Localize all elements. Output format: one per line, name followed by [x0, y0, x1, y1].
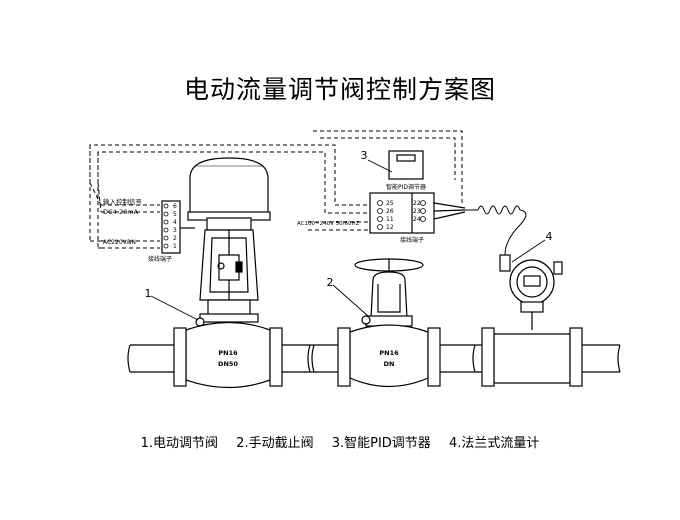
pid-terminal-num: 25 — [386, 200, 394, 207]
callout-leaders — [150, 159, 546, 321]
callout-1: 1 — [145, 287, 152, 300]
dc-signal-label: DC4-20mA — [103, 208, 139, 216]
electric-control-valve — [127, 157, 310, 389]
pid-terminal-num: 12 — [386, 224, 394, 231]
callout-3: 3 — [361, 149, 368, 162]
legend-item: 4.法兰式流量计 — [448, 436, 540, 451]
page-title: 电动流量调节阀控制方案图 — [183, 75, 496, 104]
valve2-size: DN — [384, 360, 395, 368]
pid-terminal-num: 22 — [413, 200, 421, 207]
ac-power-label: AC220V&N — [103, 239, 136, 246]
terminal-num: 3 — [173, 227, 177, 234]
valve1-pressure: PN16 — [218, 349, 238, 357]
callout-4: 4 — [546, 230, 553, 243]
terminal-num: 6 — [173, 203, 177, 210]
pid-terminal-num: 23 — [413, 208, 421, 215]
actuator-terminal-block — [161, 200, 195, 254]
terminal-num: 1 — [173, 243, 177, 250]
pid-controller — [369, 150, 466, 234]
pid-power-label: AC100~240V 50/60HZ — [297, 221, 360, 227]
pid-terminal-num: 26 — [386, 208, 394, 215]
valve1-size: DN50 — [218, 360, 238, 368]
manual-globe-valve — [307, 258, 475, 388]
pid-terminal-label: 接线端子 — [400, 236, 424, 244]
legend-item: 2.手动截止阀 — [236, 436, 314, 451]
legend-item: 3.智能PID调节器 — [331, 436, 431, 451]
pid-terminal-num: 11 — [386, 216, 394, 223]
coiled-cable — [465, 205, 527, 256]
legend: 1.电动调节阀 2.手动截止阀 3.智能PID调节器 4.法兰式流量计 — [0, 432, 680, 451]
valve2-pressure: PN16 — [379, 349, 399, 357]
legend-item: 1.电动调节阀 — [140, 436, 219, 451]
terminal-num: 5 — [173, 211, 177, 218]
diagram-labels: 1 2 3 4 输入控制信号 DC4-20mA AC220V&N 接线端子 6 … — [103, 149, 553, 368]
terminal-num: 4 — [173, 219, 177, 226]
flange-flowmeter — [472, 254, 621, 387]
actuator-terminal-label: 接线端子 — [148, 255, 172, 263]
callout-2: 2 — [327, 276, 334, 289]
signal-wiring — [89, 130, 463, 249]
pid-terminal-num: 24 — [413, 216, 421, 223]
input-signal-label: 输入控制信号 — [103, 197, 143, 206]
terminal-num: 2 — [173, 235, 177, 242]
pid-label: 智能PID调节器 — [386, 183, 426, 191]
